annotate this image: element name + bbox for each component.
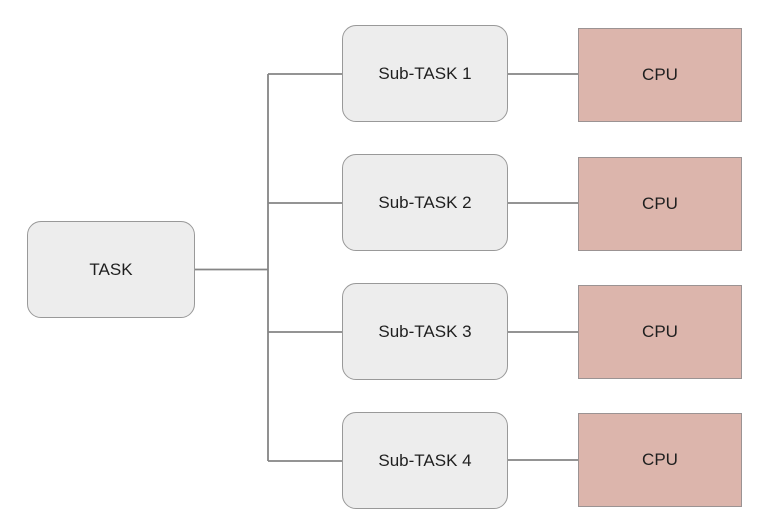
cpu-node-4: CPU	[578, 413, 742, 507]
subtask-node-4: Sub-TASK 4	[342, 412, 508, 509]
subtask-node-2: Sub-TASK 2	[342, 154, 508, 251]
subtask-node-4-label: Sub-TASK 4	[378, 450, 472, 470]
subtask-node-1: Sub-TASK 1	[342, 25, 508, 122]
cpu-node-2-label: CPU	[642, 194, 678, 213]
cpu-node-3: CPU	[578, 285, 742, 379]
task-node: TASK	[27, 221, 195, 318]
task-node-label: TASK	[89, 259, 133, 279]
cpu-node-2: CPU	[578, 157, 742, 251]
subtask-node-2-label: Sub-TASK 2	[378, 192, 472, 212]
subtask-node-1-label: Sub-TASK 1	[378, 63, 472, 83]
cpu-node-3-label: CPU	[642, 322, 678, 341]
cpu-node-4-label: CPU	[642, 450, 678, 469]
cpu-node-1: CPU	[578, 28, 742, 122]
cpu-node-1-label: CPU	[642, 65, 678, 84]
subtask-node-3: Sub-TASK 3	[342, 283, 508, 380]
subtask-node-3-label: Sub-TASK 3	[378, 321, 472, 341]
